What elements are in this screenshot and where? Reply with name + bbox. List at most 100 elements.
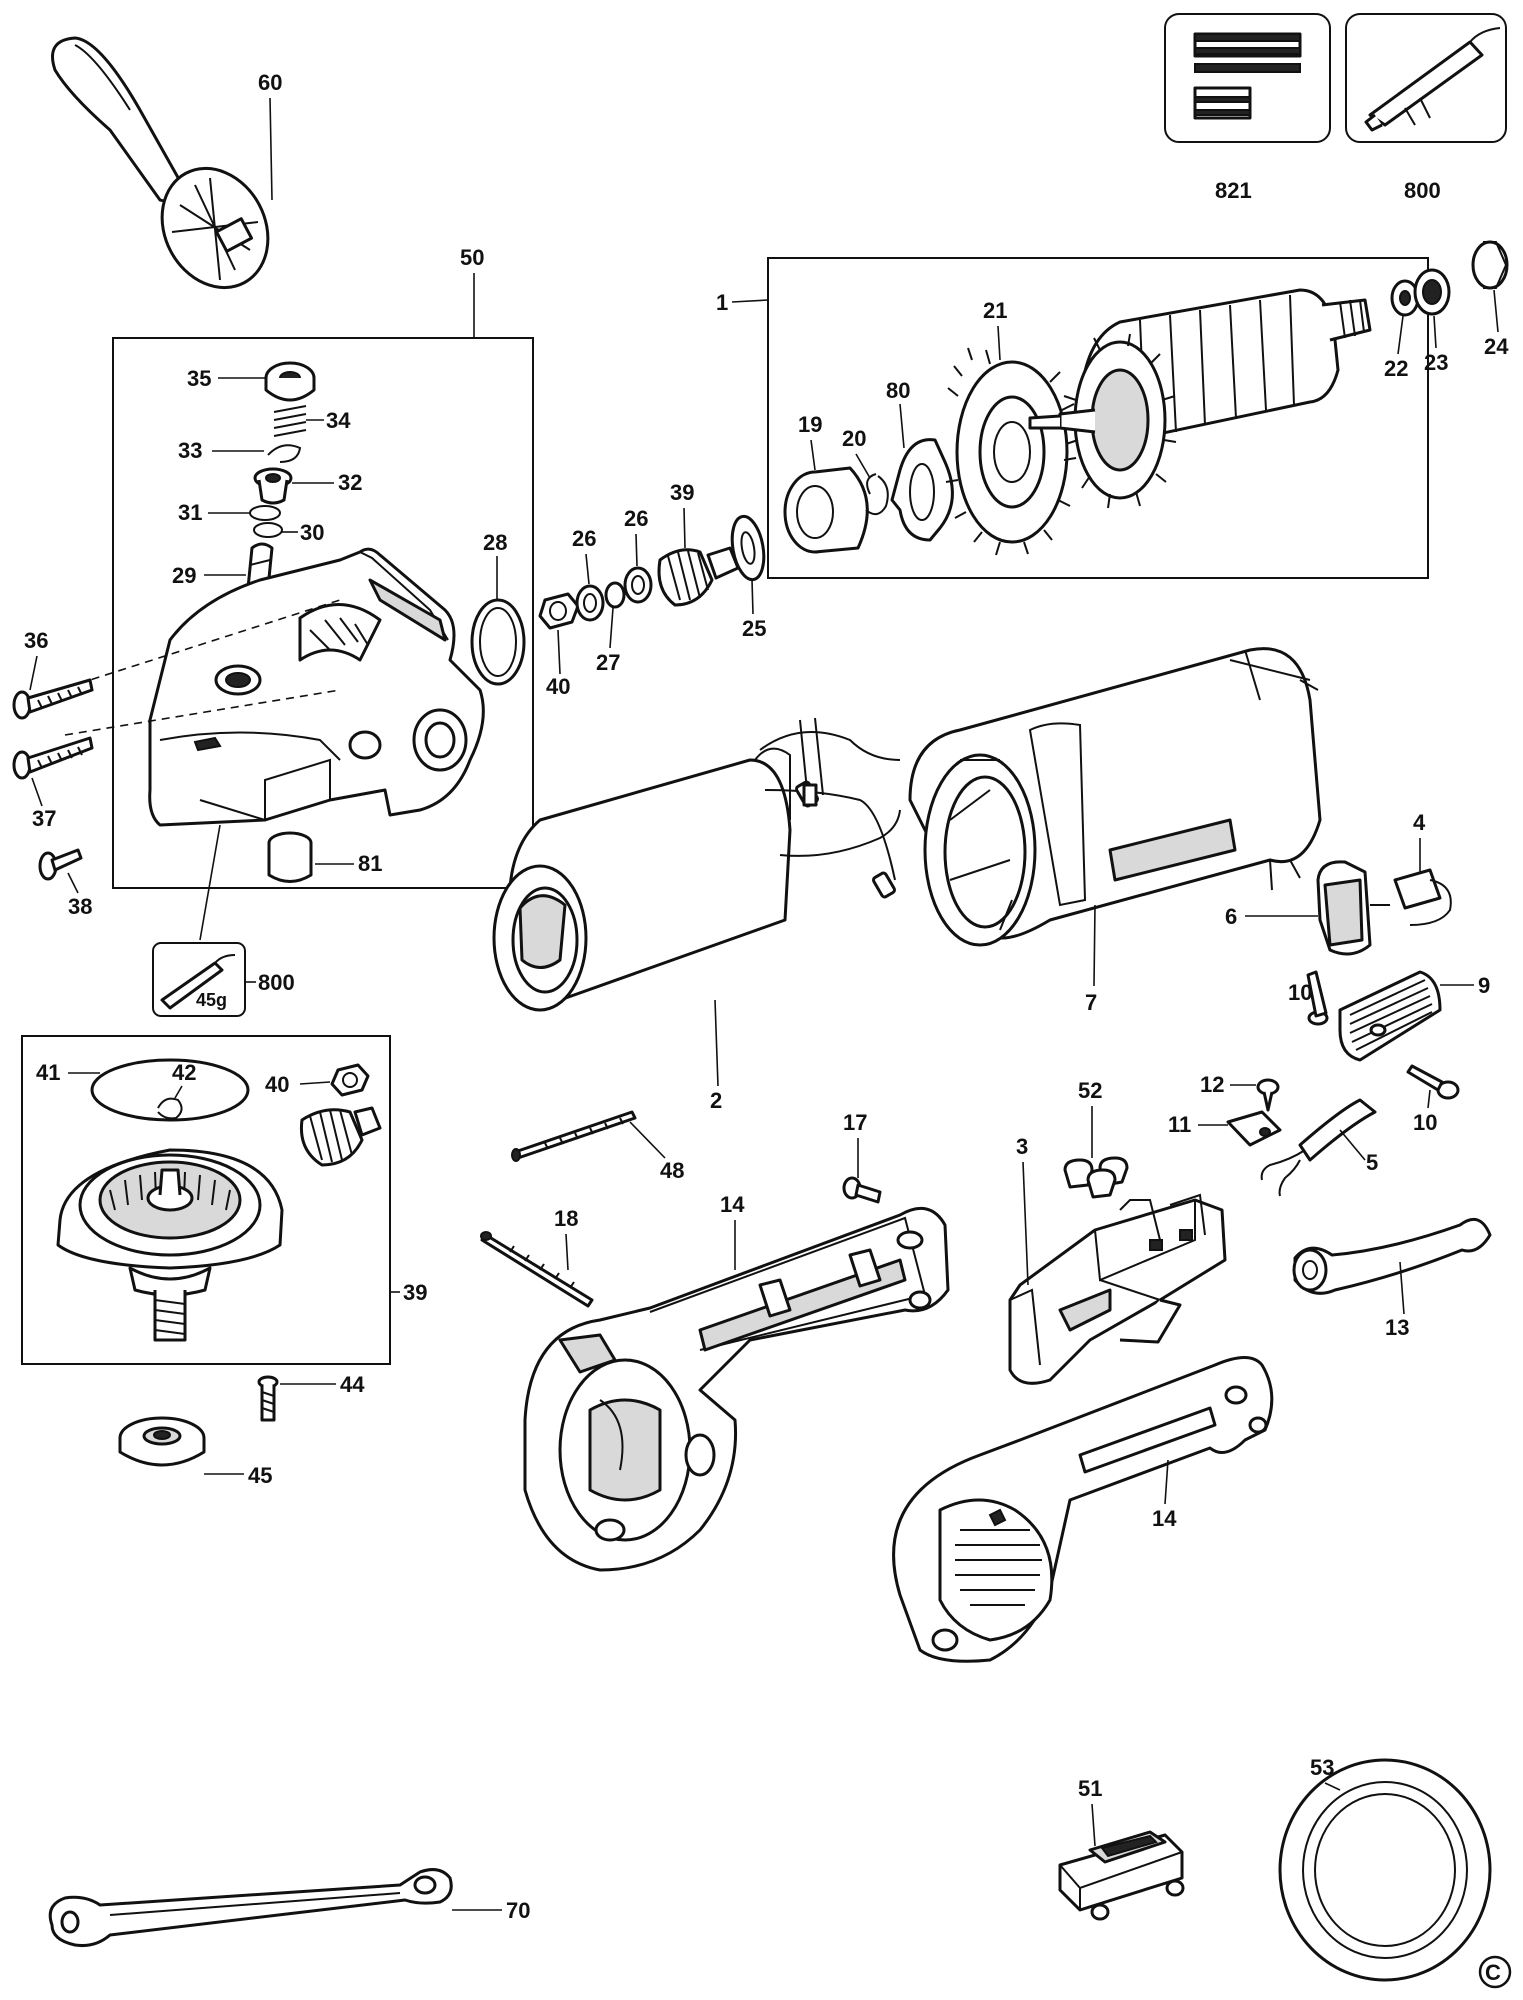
part-11-cable-clamp [1226,1110,1282,1147]
part-4-carbon-brush [1393,868,1452,926]
label-24: 24 [1484,334,1509,359]
label-6: 6 [1225,904,1237,929]
part-81-bush [267,831,313,883]
part-12-screw [1256,1078,1280,1112]
label-11: 11 [1168,1112,1191,1137]
label-27: 27 [596,650,620,675]
label-29: 29 [172,563,196,588]
label-800-small: 800 [258,970,295,995]
label-37: 37 [32,806,56,831]
part-21-fan [945,347,1077,556]
copyright-mark: C [1478,1955,1512,1989]
part-38-screw [38,848,83,881]
part-51-guard-clamp [1058,1830,1185,1921]
label-7: 7 [1085,990,1097,1015]
part-10-screw-b [1406,1064,1460,1100]
part-31-ring [249,505,281,521]
part-40-nut [538,592,580,630]
part-37-screw [12,736,94,780]
label-21: 21 [983,298,1007,323]
part-60-side-handle [51,36,270,290]
part-6-brush-holder [1316,860,1390,956]
part-17-screw [842,1176,882,1204]
label-80: 80 [886,378,910,403]
label-821: 821 [1215,178,1252,203]
leader-60 [269,97,273,201]
grease-weight: 45g [196,990,227,1010]
label-9: 9 [1478,973,1490,998]
label-50: 50 [460,245,484,270]
label-19: 19 [798,412,822,437]
box-39-gear-head [21,1035,391,1365]
part-20-circlip [865,473,889,516]
part-10-screw-a [1306,970,1329,1026]
label-10-a: 10 [1288,980,1312,1005]
label-14-b: 14 [1152,1506,1177,1531]
label-33: 33 [178,438,202,463]
part-34-spring [273,405,307,437]
label-70: 70 [506,1898,530,1923]
label-32: 32 [338,470,362,495]
part-9-brush-cover [1338,970,1442,1062]
label-25: 25 [742,616,766,641]
label-26-b: 26 [624,506,648,531]
label-31: 31 [178,500,202,525]
part-gear-head-assembly [56,1148,284,1342]
label-35: 35 [187,366,211,391]
label-39-a: 39 [670,480,694,505]
part-48-screw [511,1110,637,1162]
part-53-guard [1278,1758,1492,1982]
label-60: 60 [258,70,282,95]
part-36-screw [12,678,94,720]
label-3: 3 [1016,1134,1028,1159]
part-800-grease-small [152,942,246,1017]
part-27-ring [604,581,626,609]
label-36: 36 [24,628,48,653]
label-48: 48 [660,1158,684,1183]
svg-text:C: C [1485,1960,1501,1985]
label-12: 12 [1200,1072,1224,1097]
label-26-a: 26 [572,526,596,551]
label-34: 34 [326,408,351,433]
label-17: 17 [843,1110,867,1135]
label-42: 42 [172,1060,196,1085]
part-23-bearing [1413,268,1451,316]
part-33-circlip [267,444,302,463]
part-41-gasket [90,1058,250,1122]
label-14-a: 14 [720,1192,745,1217]
part-2-field-stator [492,717,901,1012]
label-1: 1 [716,290,728,315]
label-4: 4 [1413,810,1426,835]
part-gear-case-housing [148,547,485,827]
part-pinion-gear-b [299,1106,382,1167]
label-5: 5 [1366,1150,1378,1175]
label-40-b: 40 [265,1072,289,1097]
part-80-baffle-plate [890,438,954,542]
part-14-handle-half-right [892,1356,1274,1663]
part-821-label-card [1164,13,1331,143]
part-3-switch [1008,1193,1227,1385]
label-10-b: 10 [1413,1110,1437,1135]
label-13: 13 [1385,1315,1409,1340]
part-52-screws [1063,1156,1129,1199]
part-26-washer-b [623,566,653,604]
label-45: 45 [248,1463,272,1488]
part-45-flange [118,1416,206,1467]
label-39-b: 39 [403,1280,427,1305]
label-2: 2 [710,1088,722,1113]
label-51: 51 [1078,1776,1102,1801]
part-18-screw [480,1231,594,1308]
part-39-bevel-pinion [657,546,740,607]
label-44: 44 [340,1372,365,1397]
box-1-armature [767,257,1429,579]
label-81: 81 [358,851,382,876]
part-44-screw [257,1375,279,1422]
part-800-grease-tube [1345,13,1507,143]
part-24-ring [1471,240,1509,290]
part-26-washer [575,584,605,622]
part-7-motor-housing [908,647,1322,947]
label-20: 20 [842,426,866,451]
part-armature [1028,288,1372,509]
label-800-top: 800 [1404,178,1441,203]
label-23: 23 [1424,350,1448,375]
